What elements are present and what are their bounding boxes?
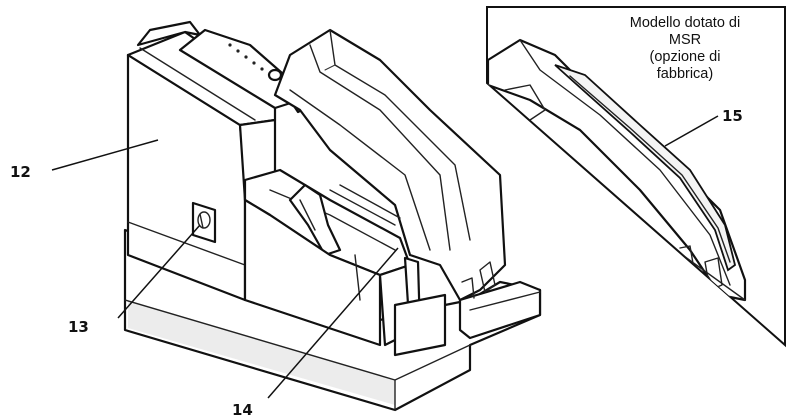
paper-guide — [288, 183, 342, 257]
status-led-row — [228, 43, 264, 71]
callout-14: 14 — [232, 247, 399, 419]
leader-line-13 — [117, 224, 201, 319]
callout-15: 15 — [664, 107, 743, 147]
security-slot — [191, 201, 217, 244]
inset-caption-line-2: MSR — [669, 32, 701, 48]
leader-line-14 — [267, 247, 399, 399]
leader-line-12 — [51, 139, 159, 171]
callout-12: 12 — [10, 139, 159, 181]
inset-caption-line-3: (opzione di — [650, 49, 721, 65]
callout-label-14: 14 — [232, 401, 253, 419]
msr-inset: Modello dotato di MSR (opzione di fabbri… — [486, 6, 786, 348]
inset-caption-line-1: Modello dotato di — [630, 15, 740, 31]
msr-card-slot — [554, 64, 737, 272]
callout-label-13: 13 — [68, 318, 89, 336]
callout-label-15: 15 — [722, 107, 743, 125]
leader-line-15 — [664, 115, 719, 147]
check-scanner-device — [123, 20, 542, 412]
inset-caption: Modello dotato di MSR (opzione di fabbri… — [630, 15, 740, 82]
callout-13: 13 — [68, 224, 201, 336]
callout-label-12: 12 — [10, 163, 31, 181]
power-button — [267, 68, 283, 82]
exit-tray — [458, 280, 542, 340]
inset-caption-line-4: fabbrica) — [657, 66, 713, 82]
